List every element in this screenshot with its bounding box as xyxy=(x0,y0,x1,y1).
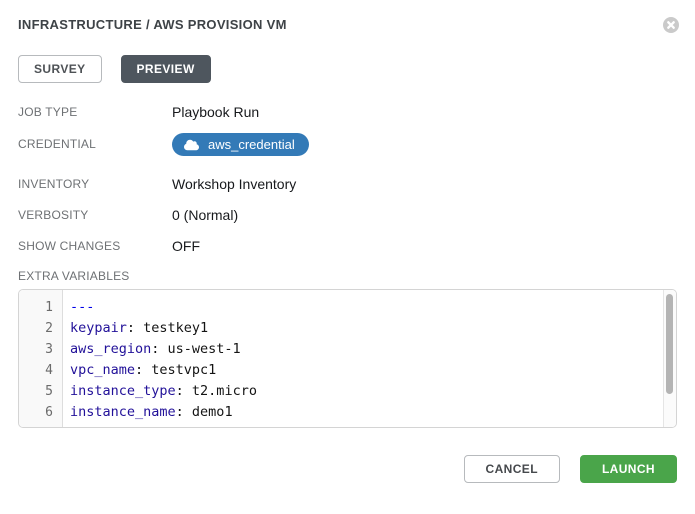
yaml-doc-separator: --- xyxy=(70,299,95,315)
cancel-button[interactable]: CANCEL xyxy=(463,455,560,483)
credential-badge: aws_credential xyxy=(172,133,309,156)
yaml-value: : testvpc1 xyxy=(135,362,217,378)
line-number: 6 xyxy=(45,405,53,420)
modal-title: INFRASTRUCTURE / AWS PROVISION VM xyxy=(18,17,287,32)
cloud-icon xyxy=(184,139,199,151)
row-verbosity: VERBOSITY 0 (Normal) xyxy=(18,206,677,224)
tab-preview[interactable]: PREVIEW xyxy=(120,55,211,83)
editor-line-number-gutter: 1 2 3 4 5 6 7 xyxy=(19,290,63,427)
credential-label: CREDENTIAL xyxy=(18,137,97,151)
editor-scrollbar-track[interactable] xyxy=(663,290,676,427)
verbosity-label: VERBOSITY xyxy=(18,208,89,222)
inventory-label: INVENTORY xyxy=(18,177,90,191)
tab-survey-label: SURVEY xyxy=(34,62,86,76)
line-number: 3 xyxy=(45,342,53,357)
code-line: keypair: testkey1 xyxy=(70,318,662,339)
verbosity-value: 0 (Normal) xyxy=(172,207,239,223)
tab-bar: SURVEY PREVIEW xyxy=(18,55,677,83)
code-line: aws_region: us-west-1 xyxy=(70,339,662,360)
yaml-value: : t2.micro xyxy=(175,383,257,399)
credential-badge-label: aws_credential xyxy=(208,137,295,152)
row-inventory: INVENTORY Workshop Inventory xyxy=(18,175,677,193)
editor-scrollbar-thumb[interactable] xyxy=(666,294,673,394)
yaml-value: : testkey1 xyxy=(126,320,209,336)
yaml-key: instance_name xyxy=(70,404,176,420)
job-type-value: Playbook Run xyxy=(172,104,260,120)
yaml-value: : demo1 xyxy=(175,404,233,420)
modal-header: INFRASTRUCTURE / AWS PROVISION VM xyxy=(18,17,679,33)
yaml-key: instance_type xyxy=(70,383,176,399)
yaml-key: keypair xyxy=(70,320,127,336)
yaml-key: aws_region xyxy=(70,341,152,357)
row-credential: CREDENTIAL aws_credential xyxy=(18,133,677,156)
yaml-code-area[interactable]: --- keypair: testkey1 aws_region: us-wes… xyxy=(63,290,676,427)
code-line: vpc_name: testvpc1 xyxy=(70,360,662,381)
line-number: 1 xyxy=(45,300,53,315)
show-changes-value: OFF xyxy=(172,238,200,254)
line-number: 7 xyxy=(19,423,62,427)
yaml-value: : us-west-1 xyxy=(151,341,241,357)
row-job-type: JOB TYPE Playbook Run xyxy=(18,103,677,121)
show-changes-label: SHOW CHANGES xyxy=(18,239,121,253)
extra-variables-editor[interactable]: 1 2 3 4 5 6 7 --- keypair: testkey1 aws_… xyxy=(18,289,677,428)
tab-survey[interactable]: SURVEY xyxy=(18,55,102,83)
close-icon xyxy=(663,17,679,36)
line-number: 5 xyxy=(45,384,53,399)
job-type-label: JOB TYPE xyxy=(18,105,78,119)
code-line: instance_type: t2.micro xyxy=(70,381,662,402)
job-details: JOB TYPE Playbook Run CREDENTIAL aws_cre… xyxy=(18,103,677,255)
inventory-value: Workshop Inventory xyxy=(172,176,297,192)
tab-preview-label: PREVIEW xyxy=(136,62,195,76)
line-number: 2 xyxy=(45,321,53,336)
extra-variables-label: EXTRA VARIABLES xyxy=(18,269,130,283)
yaml-key: vpc_name xyxy=(70,362,136,378)
code-line: --- xyxy=(70,297,662,318)
modal-footer: CANCEL LAUNCH xyxy=(18,455,677,483)
close-button[interactable] xyxy=(663,17,679,33)
code-line: instance_name: demo1 xyxy=(70,402,662,423)
line-number: 4 xyxy=(45,363,53,378)
launch-button[interactable]: LAUNCH xyxy=(579,455,677,483)
row-show-changes: SHOW CHANGES OFF xyxy=(18,237,677,255)
